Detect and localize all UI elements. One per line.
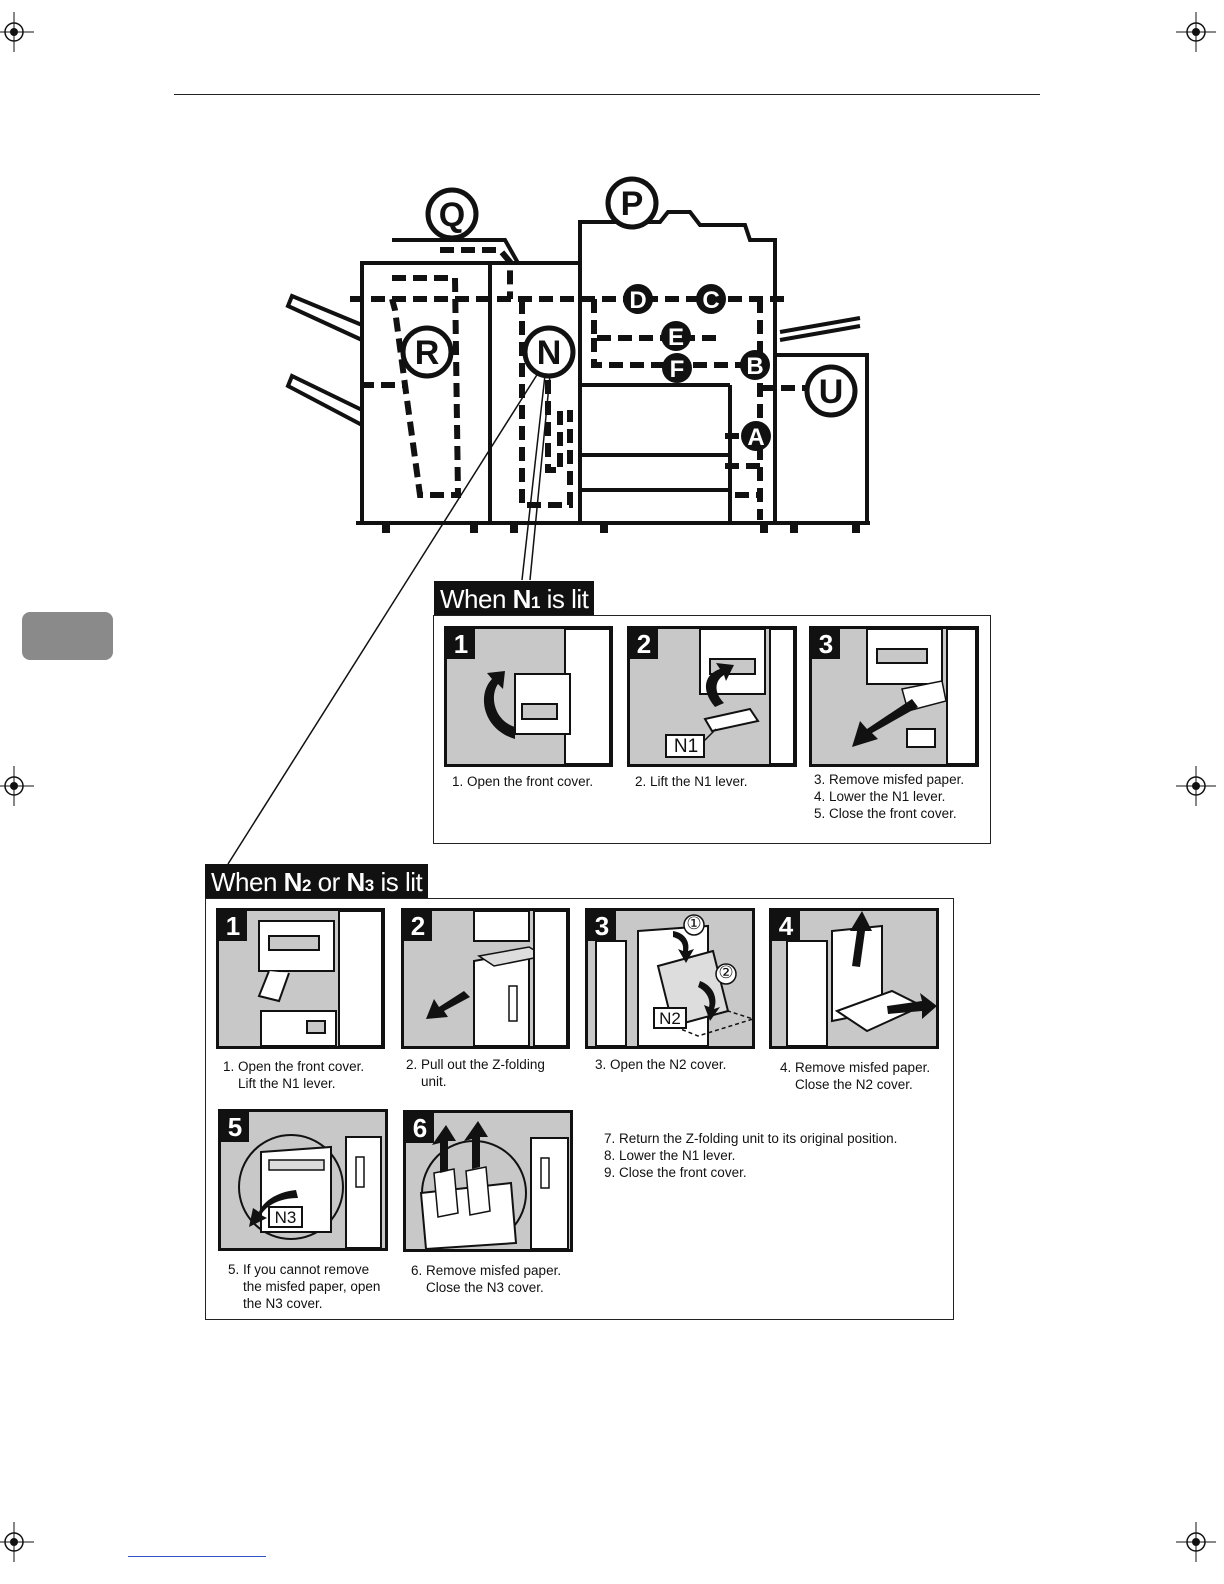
step-number: 2	[404, 911, 432, 941]
n1-step-2-illustration: 2 N1	[627, 626, 797, 767]
n1-step-1-caption: 1. Open the front cover.	[452, 774, 594, 789]
label-n-circle: N	[522, 325, 576, 379]
n23-step-2-caption: 2. Pull out the Z-folding unit.	[406, 1057, 545, 1089]
label-e-dot: E	[661, 321, 691, 351]
svg-text:C: C	[702, 287, 719, 314]
n23-step-4-caption: 4. Remove misfed paper. Close the N2 cov…	[780, 1060, 931, 1092]
lift-lever-illustration	[665, 629, 794, 764]
svg-text:R: R	[415, 334, 440, 372]
n2-cover-label: N2	[659, 1009, 681, 1028]
svg-text:N: N	[537, 334, 562, 372]
registration-mark	[1176, 1522, 1216, 1562]
n1-section-title: When N1 is lit	[434, 581, 595, 615]
svg-text:P: P	[621, 185, 644, 223]
n23-step-6-caption: 6. Remove misfed paper. Close the N3 cov…	[411, 1263, 562, 1295]
step-number: 4	[772, 911, 800, 941]
n23-step-1-caption: 1. Open the front cover. Lift the N1 lev…	[223, 1059, 365, 1091]
remove-paper-n2-illustration	[786, 911, 936, 1046]
n23-step-5-illustration: 5 N3	[218, 1109, 388, 1251]
svg-text:F: F	[670, 356, 685, 383]
svg-text:B: B	[746, 353, 763, 380]
n1-lever-label: N1	[673, 736, 699, 757]
n23-final-steps: 7. Return the Z-folding unit to its orig…	[604, 1131, 898, 1180]
step-number: 2	[630, 629, 658, 659]
n3-cover-label: N3	[274, 1208, 297, 1227]
step-number: 1	[219, 911, 247, 941]
n1-step-2-caption: 2. Lift the N1 lever.	[635, 774, 748, 789]
step-number: 3	[588, 911, 616, 941]
label-c-dot: C	[696, 284, 726, 314]
label-r-circle: R	[400, 325, 454, 379]
label-u-circle: U	[804, 364, 858, 418]
footer-line	[128, 1556, 266, 1557]
chapter-tab	[22, 612, 113, 660]
registration-mark	[0, 12, 34, 52]
pull-out-unit-illustration	[426, 911, 567, 1046]
remove-paper-n3-illustration	[419, 1121, 569, 1249]
n1-panel: 1 1. Open the front cover. 2 N1 2. Lift …	[433, 615, 991, 844]
n23-step-6-illustration: 6	[403, 1110, 573, 1252]
open-n2-cover-illustration	[595, 914, 752, 1046]
n23-step-1-illustration: 1	[216, 908, 385, 1049]
open-cover-illustration	[483, 629, 610, 764]
label-f-dot: F	[662, 353, 692, 383]
open-n3-cover-illustration	[238, 1134, 382, 1248]
step-number: 5	[221, 1112, 249, 1142]
machine-diagram: Q P U R N D C E F B A	[227, 176, 870, 865]
svg-text:U: U	[819, 373, 844, 411]
callout-2: ②	[718, 963, 734, 982]
label-a-dot: A	[741, 421, 771, 451]
step-number: 6	[406, 1113, 434, 1143]
label-d-dot: D	[623, 284, 653, 314]
n1-step-3-illustration: 3	[809, 626, 979, 767]
label-p-circle: P	[605, 176, 659, 230]
n23-step-3-illustration: 3 ① ② N2	[585, 908, 755, 1049]
n23-step-4-illustration: 4	[769, 908, 939, 1049]
svg-text:A: A	[747, 424, 764, 451]
n1-step-1-illustration: 1	[444, 626, 613, 767]
remove-paper-illustration	[852, 629, 976, 764]
n1-step-3-caption: 3. Remove misfed paper. 4. Lower the N1 …	[814, 772, 965, 821]
svg-text:D: D	[629, 287, 646, 314]
step-number: 3	[812, 629, 840, 659]
n23-panel: 1 1. Open the front cover. Lift the N1 l…	[205, 898, 954, 1320]
header-rule	[174, 94, 1040, 95]
n23-section-title: When N2 or N3 is lit	[205, 864, 429, 898]
callout-1: ①	[686, 914, 702, 933]
label-b-dot: B	[740, 350, 770, 380]
svg-text:Q: Q	[439, 196, 465, 234]
n23-step-3-caption: 3. Open the N2 cover.	[595, 1057, 727, 1072]
label-q-circle: Q	[425, 187, 479, 241]
registration-mark	[0, 766, 34, 806]
svg-text:E: E	[668, 324, 684, 351]
open-cover-illustration	[257, 911, 382, 1046]
n23-step-2-illustration: 2	[401, 908, 570, 1049]
n23-step-5-caption: 5. If you cannot remove the misfed paper…	[228, 1262, 381, 1311]
registration-mark	[0, 1522, 34, 1562]
registration-mark	[1176, 12, 1216, 52]
step-number: 1	[447, 629, 475, 659]
registration-mark	[1176, 766, 1216, 806]
